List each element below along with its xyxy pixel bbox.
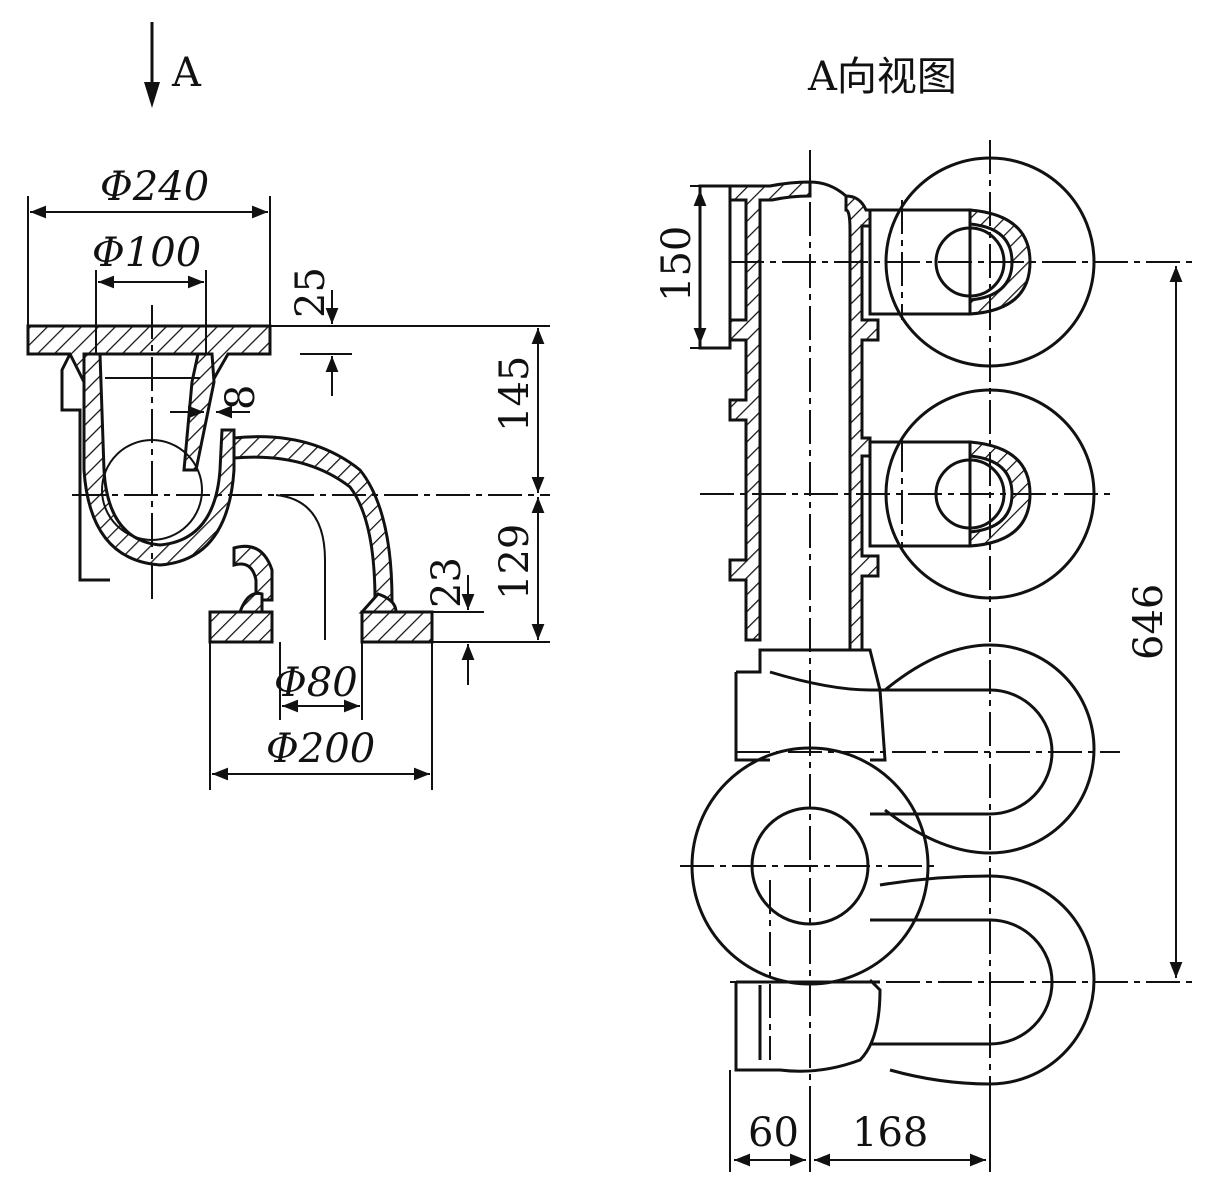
dim-h145: 145 [492,356,538,432]
dim-h25: 25 [288,267,334,318]
main-body-left-wall [728,180,812,642]
dim-d240: Φ240 [100,164,209,210]
bottom-flange-right [360,610,434,644]
view-arrow-a: A [144,22,202,108]
top-flange [26,324,272,384]
dim-h129: 129 [492,524,538,600]
view-arrow-letter: A [171,50,202,96]
dim-h646: 646 [1126,584,1172,660]
bottom-body [734,978,882,1073]
dim-w60: 60 [748,1110,799,1156]
section-view: A Φ240 [26,22,550,790]
main-body-right-wall [844,194,880,652]
bottom-flange [208,610,274,644]
view-title: A向视图 [807,54,957,100]
dim-w168: 168 [852,1110,928,1156]
ring-3 [884,643,1096,855]
dim-h150: 150 [654,226,700,302]
dim-t8: 8 [218,385,264,410]
dim-d200: Φ200 [266,726,375,772]
flange-left [698,184,732,350]
bottom-flange-rib [237,591,398,614]
trap-outline [60,353,110,582]
view-a: A向视图 [654,54,1192,1172]
elbow-inner [232,544,274,602]
dim-h23: 23 [424,557,470,608]
elbow-centerline-arc [275,494,326,640]
ring-4 [879,874,1096,1086]
dim-d100: Φ100 [92,230,201,276]
dim-d80: Φ80 [274,660,358,706]
main-body-top [809,180,847,198]
